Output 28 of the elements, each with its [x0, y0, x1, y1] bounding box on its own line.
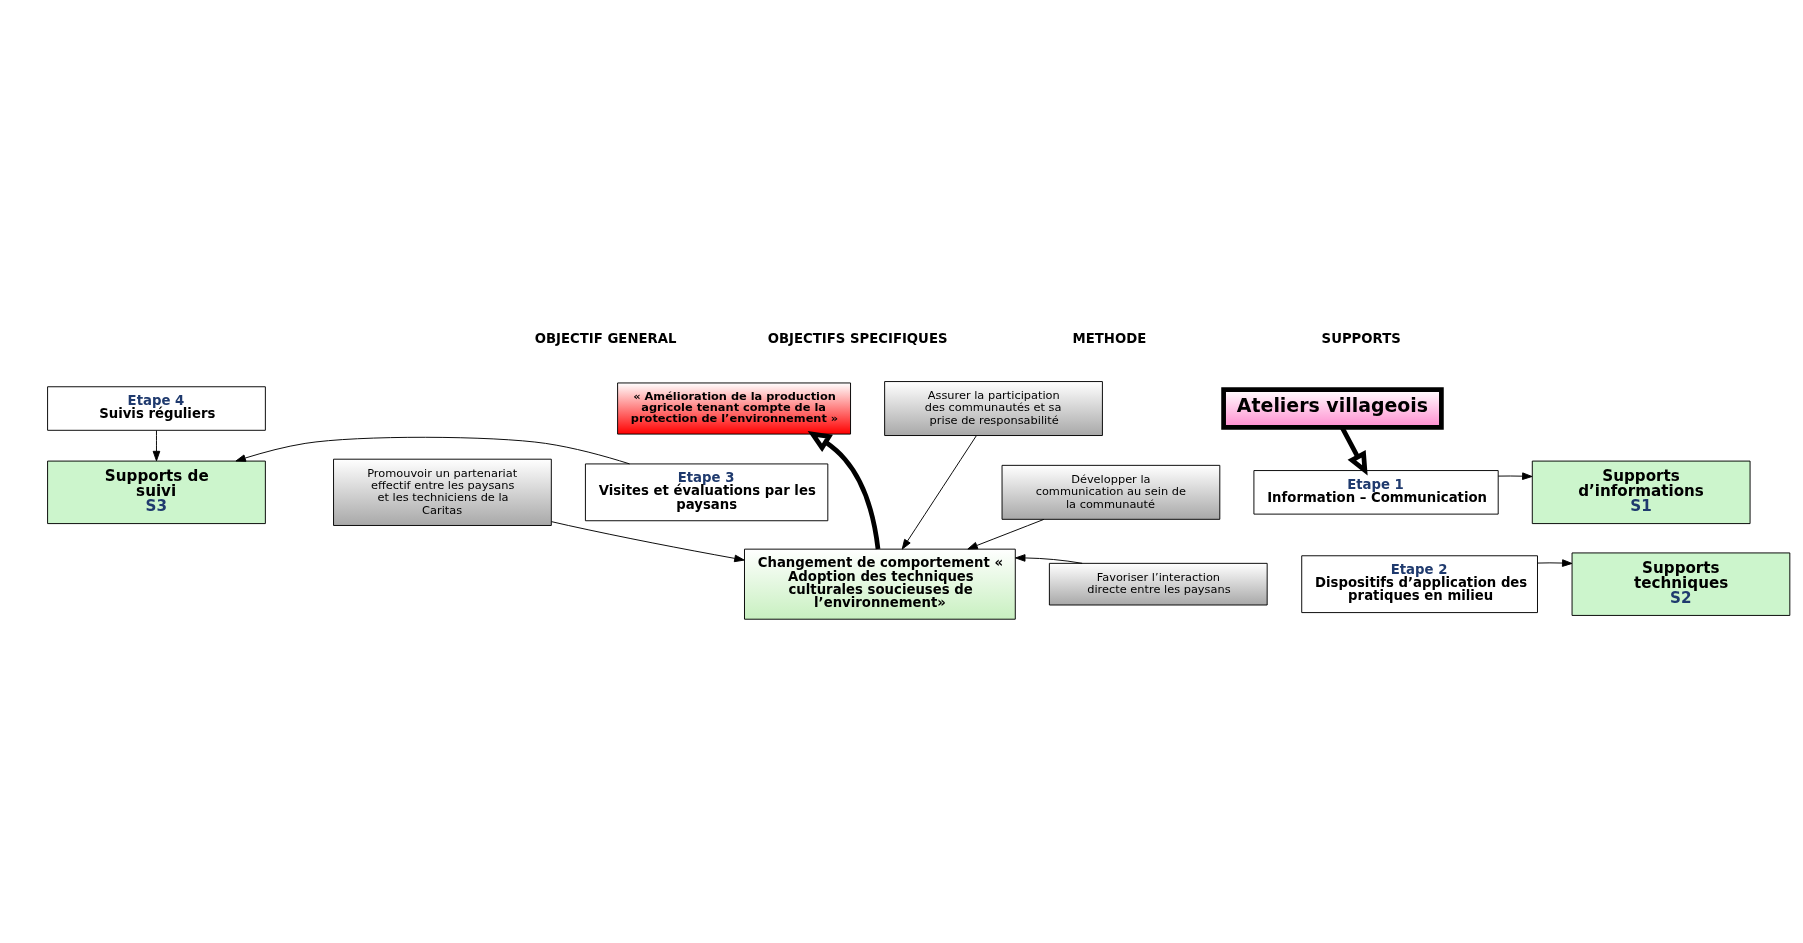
node-box: Changement de comportement « Adoption des techniques culturales soucieuses de l’environnement»: [744, 548, 1016, 620]
arrow: [967, 518, 1045, 550]
node-box: Etape 4 Suivis réguliers: [47, 386, 266, 431]
arrow: [1497, 472, 1533, 480]
arrow: [1537, 559, 1573, 567]
node-box: Supports de suivi S3: [47, 460, 266, 525]
label: METHODE: [1072, 331, 1147, 347]
arrow: [1340, 426, 1368, 476]
node-box: Favoriser l’interaction directe entre les paysans: [1048, 562, 1268, 606]
label: OBJECTIFS SPECIFIQUES: [767, 331, 948, 347]
arrow: [551, 521, 745, 563]
arrow: [901, 435, 977, 550]
node-box: Développer la communication au sein de la communauté: [1001, 464, 1221, 520]
node-box: Etape 1 Information – Communication: [1253, 470, 1499, 515]
node-box: Etape 2 Dispositifs d’application des pratiques en milieu: [1301, 555, 1538, 614]
arrow: [1015, 554, 1083, 564]
node-box: Assurer la participation des communautés et sa prise de responsabilité: [884, 381, 1103, 436]
label: SUPPORTS: [1321, 331, 1401, 347]
arrow: [152, 430, 161, 462]
node-box: Etape 3 Visites et évaluations par les paysans: [584, 463, 829, 522]
arrow: [235, 436, 630, 465]
node-box: Ateliers villageois: [1221, 387, 1444, 430]
node-box: « Amélioration de la production agricole tenant compte de la protection de l’environnement »: [617, 382, 851, 435]
node-box: Supports d’informations S1: [1531, 460, 1751, 525]
label: OBJECTIF GENERAL: [534, 331, 677, 347]
node-box: Promouvoir un partenariat effectif entre les paysans et les techniciens de la Caritas: [333, 458, 552, 526]
node-box: Supports techniques S2: [1571, 552, 1791, 616]
arrow: [807, 431, 881, 550]
